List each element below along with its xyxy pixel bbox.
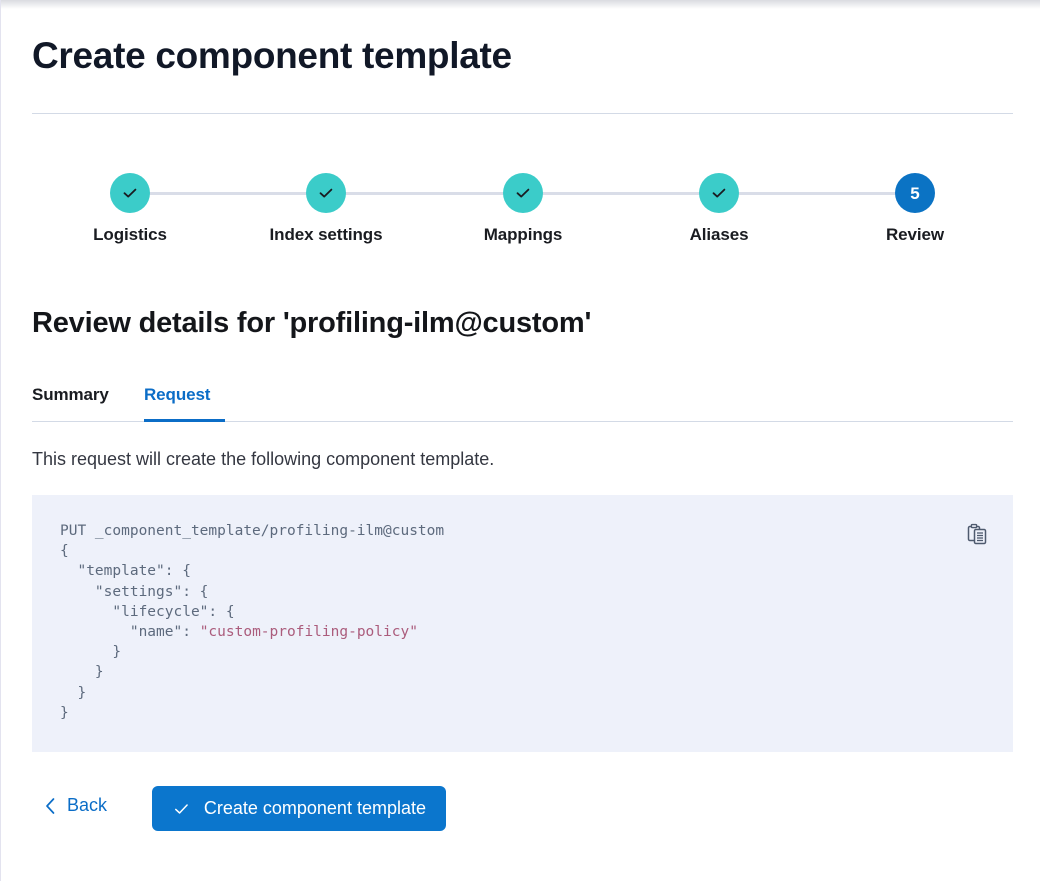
copy-button[interactable] [965, 522, 989, 546]
step-marker-mappings [503, 173, 543, 213]
step-connector-2 [326, 192, 523, 195]
back-button-label: Back [67, 795, 108, 815]
step-index-settings[interactable]: Index settings [228, 160, 424, 245]
step-label-index-settings: Index settings [269, 225, 383, 244]
check-icon [319, 188, 333, 198]
check-icon [123, 188, 137, 198]
request-description: This request will create the following c… [32, 449, 495, 469]
step-label-review: Review [886, 225, 944, 244]
step-connector-3 [523, 192, 719, 195]
step-connector-1 [130, 192, 326, 195]
code-line-9: } [60, 684, 87, 701]
step-logistics[interactable]: Logistics [32, 160, 228, 245]
request-code-text: PUT _component_template/profiling-ilm@cu… [60, 521, 444, 723]
step-connector-4 [719, 192, 915, 195]
review-heading: Review details for 'profiling-ilm@custom… [32, 307, 592, 339]
step-number-review: 5 [910, 183, 920, 203]
code-line-8: } [60, 664, 104, 681]
code-line-10: } [60, 704, 69, 721]
chevron-left-icon [46, 797, 55, 814]
step-mappings[interactable]: Mappings [425, 160, 621, 245]
step-marker-review: 5 [895, 173, 935, 213]
tab-request[interactable]: Request [144, 382, 226, 422]
step-label-aliases: Aliases [689, 225, 749, 244]
code-line-6-value: "custom-profiling-policy" [199, 624, 418, 641]
tab-summary[interactable]: Summary [32, 385, 109, 404]
step-marker-aliases [699, 173, 739, 213]
step-label-logistics: Logistics [93, 225, 167, 244]
panel-left-edge [0, 0, 1, 881]
review-tabs: Summary Request [32, 382, 1013, 422]
check-icon [712, 188, 726, 198]
code-line-2: { [60, 543, 69, 560]
back-button[interactable]: Back [44, 795, 107, 816]
code-line-5: "lifecycle": { [60, 603, 235, 620]
code-line-1: PUT _component_template/profiling-ilm@cu… [60, 523, 445, 539]
create-component-template-label: Create component template [203, 798, 426, 818]
code-line-6-key: "name": [60, 624, 200, 641]
create-component-template-button[interactable]: Create component template [152, 786, 446, 831]
step-marker-logistics [110, 173, 150, 213]
page-title: Create component template [32, 35, 512, 76]
title-divider [32, 113, 1013, 114]
wizard-stepper: Logistics Index settings Mappings [32, 160, 1013, 260]
panel-top-shadow [1, 0, 1040, 9]
check-icon [175, 803, 188, 814]
step-marker-index-settings [306, 173, 346, 213]
request-code-block: PUT _component_template/profiling-ilm@cu… [32, 495, 1013, 752]
code-line-7: } [60, 644, 122, 661]
step-aliases[interactable]: Aliases [621, 160, 817, 245]
check-icon [516, 188, 530, 198]
tabs-divider [32, 421, 1013, 422]
step-review[interactable]: 5 Review [817, 160, 1013, 245]
copy-clipboard-icon [967, 523, 987, 545]
code-line-3: "template": { [60, 563, 191, 580]
step-label-mappings: Mappings [483, 225, 563, 244]
code-line-4: "settings": { [60, 583, 209, 600]
